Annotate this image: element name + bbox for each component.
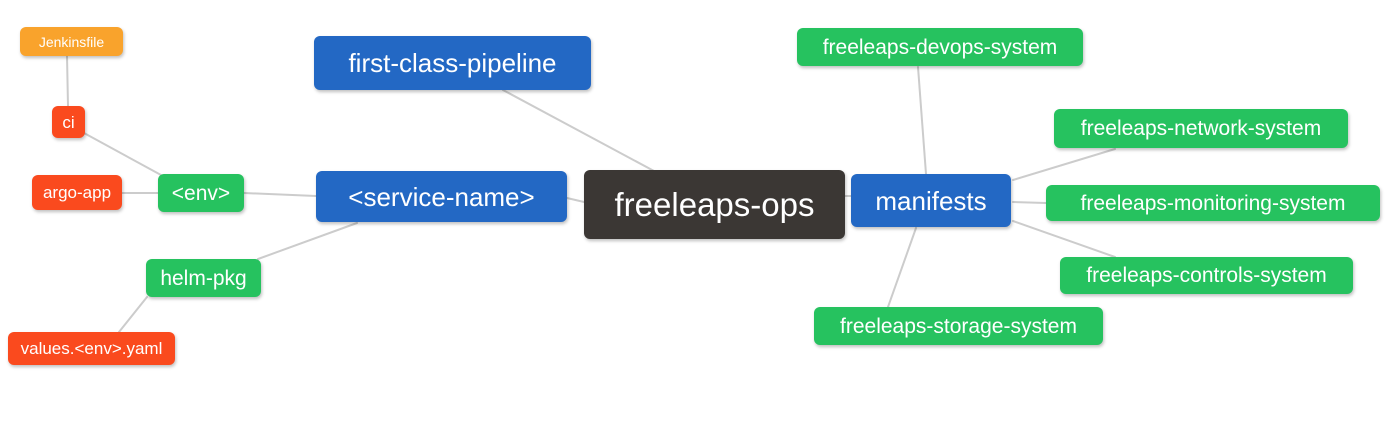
edge-first-class-pipeline-to-freeleaps-ops	[502, 89, 655, 172]
node-freeleaps-storage-system[interactable]: freeleaps-storage-system	[814, 307, 1103, 345]
edge-manifests-to-freeleaps-monitoring-system	[1012, 201, 1047, 204]
edge-ci-to-env	[83, 132, 162, 176]
edge-manifests-to-freeleaps-devops-system	[917, 66, 927, 175]
edge-manifests-to-freeleaps-controls-system	[1012, 220, 1116, 258]
edge-manifests-to-freeleaps-network-system	[1012, 148, 1116, 181]
node-values-env-yaml[interactable]: values.<env>.yaml	[8, 332, 175, 365]
edge-helm-pkg-to-service-name	[257, 222, 358, 260]
node-first-class-pipeline[interactable]: first-class-pipeline	[314, 36, 591, 90]
edge-env-to-service-name	[243, 192, 317, 197]
node-jenkinsfile[interactable]: Jenkinsfile	[20, 27, 123, 56]
edge-values-env-yaml-to-helm-pkg	[118, 296, 148, 333]
node-freeleaps-monitoring-system[interactable]: freeleaps-monitoring-system	[1046, 185, 1380, 221]
node-freeleaps-network-system[interactable]: freeleaps-network-system	[1054, 109, 1348, 148]
node-freeleaps-ops[interactable]: freeleaps-ops	[584, 170, 845, 239]
node-argo-app[interactable]: argo-app	[32, 175, 122, 210]
edge-jenkinsfile-to-ci	[66, 55, 69, 107]
node-helm-pkg[interactable]: helm-pkg	[146, 259, 261, 297]
node-freeleaps-devops-system[interactable]: freeleaps-devops-system	[797, 28, 1083, 66]
edge-service-name-to-freeleaps-ops	[566, 197, 585, 203]
edge-manifests-to-freeleaps-storage-system	[887, 227, 917, 308]
node-manifests[interactable]: manifests	[851, 174, 1011, 227]
node-ci[interactable]: ci	[52, 106, 85, 138]
node-env[interactable]: <env>	[158, 174, 244, 212]
node-freeleaps-controls-system[interactable]: freeleaps-controls-system	[1060, 257, 1353, 294]
node-service-name[interactable]: <service-name>	[316, 171, 567, 222]
